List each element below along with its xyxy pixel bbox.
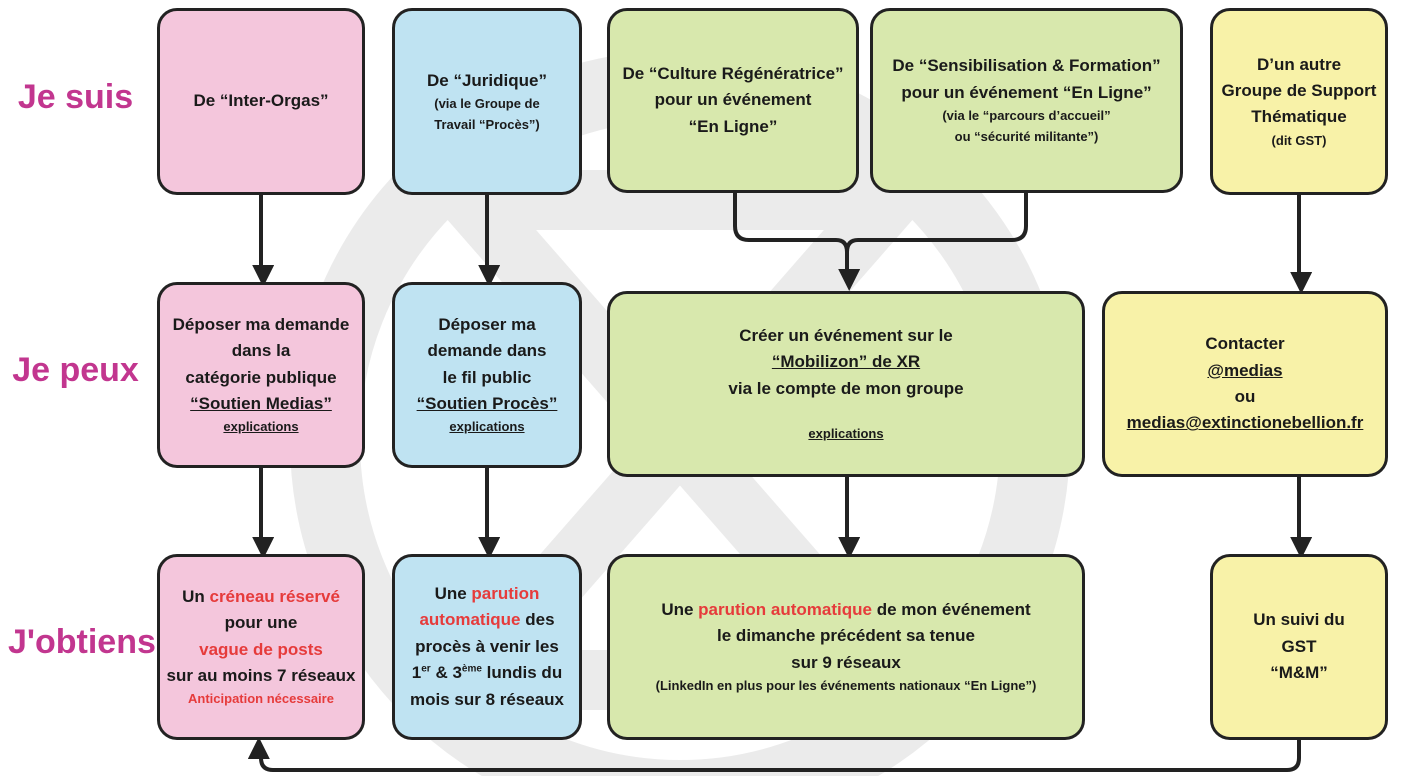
box-suis-culture: De “Culture Régénératrice” pour un événe… — [607, 8, 859, 193]
box-text: catégorie publique — [185, 367, 337, 387]
highlight-text: parution — [471, 584, 540, 604]
superscript: er — [421, 663, 431, 675]
box-text: ou — [1234, 387, 1256, 406]
box-text: Groupe de Support — [1221, 80, 1377, 100]
box-text: dans la — [231, 341, 291, 361]
box-text: Contacter — [1205, 334, 1285, 354]
box-small-text: (via le Groupe de — [434, 95, 540, 111]
box-text: pour un événement “En Ligne” — [901, 82, 1152, 102]
medias-email-link[interactable]: medias@extinctionebellion.fr — [1126, 413, 1364, 433]
explications-link[interactable]: explications — [808, 426, 884, 442]
text-part: Une — [434, 584, 467, 604]
soutien-medias-link[interactable]: “Soutien Medias” — [190, 393, 332, 413]
box-suis-inter-orgas: De “Inter-Orgas” — [157, 8, 365, 195]
box-obtiens-juridique: Une parution automatique des procès à ve… — [392, 554, 582, 740]
explications-link[interactable]: explications — [223, 419, 299, 435]
soutien-proces-link[interactable]: “Soutien Procès” — [416, 393, 558, 413]
box-text: “En Ligne” — [688, 116, 778, 136]
box-text: 1er & 3ème lundis du — [412, 660, 562, 686]
box-small-text: ou “sécurité militante”) — [954, 128, 1099, 144]
box-text: De “Sensibilisation & Formation” — [892, 56, 1161, 76]
box-text: sur au moins 7 réseaux — [166, 665, 356, 685]
box-text: Un suivi du — [1253, 610, 1345, 630]
box-text: sur 9 réseaux — [791, 652, 901, 672]
box-text: pour une — [224, 613, 298, 633]
arrow-sensib-merge — [845, 193, 1028, 253]
box-text: “M&M” — [1270, 663, 1328, 683]
arrow-gst-back-inter — [247, 737, 1301, 772]
box-peux-inter: Déposer ma demande dans la catégorie pub… — [157, 282, 365, 468]
box-small-text: Travail “Procès”) — [434, 116, 540, 132]
box-text: Un créneau réservé — [182, 584, 340, 610]
box-text: le dimanche précédent sa tenue — [717, 626, 975, 646]
box-text: GST — [1281, 636, 1317, 656]
highlight-text: automatique — [419, 610, 521, 630]
text-part: Un — [182, 586, 205, 606]
box-peux-contact: Contacter @medias ou medias@extinctioneb… — [1102, 291, 1388, 477]
box-obtiens-inter: Un créneau réservé pour une vague de pos… — [157, 554, 365, 740]
arrow-culture-merge — [733, 193, 861, 291]
highlight-text: parution automatique — [698, 600, 872, 620]
box-text: De “Inter-Orgas” — [193, 91, 329, 111]
box-text: mois sur 8 réseaux — [409, 689, 565, 709]
highlight-text: créneau réservé — [209, 586, 340, 606]
highlight-text: vague de posts — [199, 639, 323, 659]
text-part: 1 — [411, 663, 422, 683]
box-suis-sensibilisation: De “Sensibilisation & Formation” pour un… — [870, 8, 1183, 193]
box-text: De “Culture Régénératrice” — [622, 63, 844, 83]
box-text: demande dans — [427, 341, 547, 361]
text-part: des — [525, 610, 555, 630]
box-text: Thématique — [1251, 107, 1347, 127]
row-label-je-peux: Je peux — [12, 351, 139, 389]
row-label-jobtiens: J'obtiens — [8, 623, 156, 661]
box-text: Une parution automatique de mon événemen… — [661, 597, 1030, 623]
box-text: Déposer ma — [438, 314, 536, 334]
box-small-text: (LinkedIn en plus pour les événements na… — [655, 678, 1037, 694]
superscript: ème — [461, 663, 482, 675]
box-text: Créer un événement sur le — [739, 326, 953, 346]
box-text: De “Juridique” — [427, 70, 547, 90]
box-text: automatique des — [419, 607, 554, 633]
box-text: le fil public — [442, 367, 532, 387]
box-small-text: (dit GST) — [1271, 132, 1327, 148]
box-text: procès à venir les — [415, 636, 559, 656]
mobilizon-link[interactable]: “Mobilizon” de XR — [771, 352, 921, 372]
medias-handle-link[interactable]: @medias — [1207, 360, 1283, 380]
box-text: Une parution — [435, 581, 540, 607]
box-obtiens-culture: Une parution automatique de mon événemen… — [607, 554, 1085, 740]
box-suis-juridique: De “Juridique” (via le Groupe de Travail… — [392, 8, 582, 195]
row-label-je-suis: Je suis — [17, 78, 134, 116]
box-small-text: (via le “parcours d’accueil” — [942, 108, 1111, 124]
box-peux-mobilizon: Créer un événement sur le “Mobilizon” de… — [607, 291, 1085, 477]
text-part: Une — [661, 600, 694, 620]
text-part: lundis du — [486, 663, 563, 683]
box-peux-juridique: Déposer ma demande dans le fil public “S… — [392, 282, 582, 468]
text-part: de mon événement — [876, 600, 1031, 620]
text-part: & 3 — [435, 663, 462, 683]
box-text: pour un événement — [654, 90, 812, 110]
box-obtiens-gst: Un suivi du GST “M&M” — [1210, 554, 1388, 740]
box-text: via le compte de mon groupe — [728, 378, 964, 398]
highlight-small-text: Anticipation nécessaire — [188, 691, 334, 707]
box-suis-autre-gst: D’un autre Groupe de Support Thématique … — [1210, 8, 1388, 195]
box-text: D’un autre — [1256, 54, 1342, 74]
box-text: Déposer ma demande — [172, 314, 350, 334]
explications-link[interactable]: explications — [449, 419, 525, 435]
